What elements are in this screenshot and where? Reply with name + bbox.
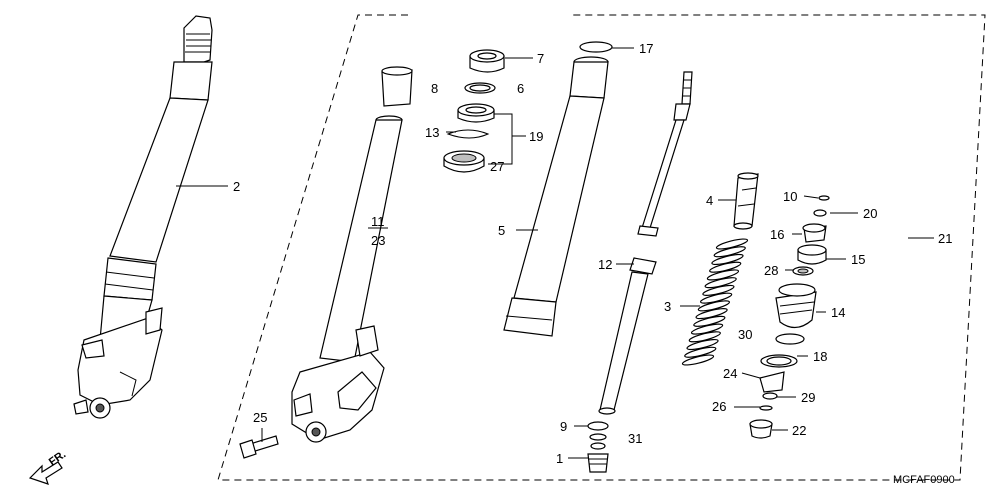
callout-11: 11 [371,214,385,229]
spring-coil [713,246,746,258]
spring-coil [684,346,717,358]
callout-22: 22 [792,423,806,438]
callout-27: 27 [490,159,504,174]
callout-29: 29 [801,390,815,405]
spring-coil [686,338,719,351]
callout-4: 4 [706,193,713,208]
callout-7: 7 [537,51,544,66]
bottom-washers [587,421,609,473]
callout-20: 20 [863,206,877,221]
callout-16: 16 [770,227,784,242]
front-direction-indicator: FR. [28,448,68,485]
spring-coil [709,261,742,273]
ring-part [579,41,613,53]
fork-assembly-complete [73,15,213,419]
spring-coil [693,315,726,327]
callout-28: 28 [764,263,778,278]
spring-coil [697,300,731,312]
assembly-boundary [217,14,986,481]
callout-25: 25 [253,410,267,425]
bolt-part [239,435,279,459]
callout-12: 12 [598,257,612,272]
spring-coil [695,308,728,320]
callout-19: 19 [529,129,543,144]
diagram-code: MCFAF0900 [893,474,955,486]
callout-31: 31 [628,431,642,446]
spring-coil [715,238,749,250]
callout-21: 21 [938,231,952,246]
spacer-part [733,172,759,230]
outer-tube [503,56,609,337]
callout-3: 3 [664,299,671,314]
fr-label: FR. [47,448,68,468]
callout-5: 5 [498,223,505,238]
callout-15: 15 [851,252,865,267]
callout-24: 24 [723,366,737,381]
callout-2: 2 [233,179,240,194]
spring-coil [699,292,733,304]
callout-26: 26 [712,399,726,414]
callout-30: 30 [738,327,752,342]
spring-coil [704,277,737,289]
callout-10: 10 [783,189,797,204]
arrow-left-icon [28,461,63,485]
spring-coil [706,269,740,281]
spring-coil [690,323,724,335]
callout-23: 23 [371,233,385,248]
damper-rod [598,71,693,415]
fork-spring [681,238,749,366]
callout-8: 8 [431,81,438,96]
spring-coil [688,331,721,343]
callout-14: 14 [831,305,845,320]
callout-18: 18 [813,349,827,364]
callout-17: 17 [639,41,653,56]
callout-9: 9 [560,419,567,434]
leader-lines [176,47,934,459]
spring-coil [702,284,735,296]
inner-tube-and-bottom-case [291,66,413,443]
cap-parts [749,195,830,439]
spring-coil [681,354,715,366]
callout-1: 1 [556,451,563,466]
callout-labels: 2 11 23 7 17 8 6 13 19 27 5 12 3 4 10 20… [233,41,952,466]
seal-stack [443,49,505,173]
spring-coil [711,253,744,266]
callout-13: 13 [425,125,439,140]
callout-6: 6 [517,81,524,96]
